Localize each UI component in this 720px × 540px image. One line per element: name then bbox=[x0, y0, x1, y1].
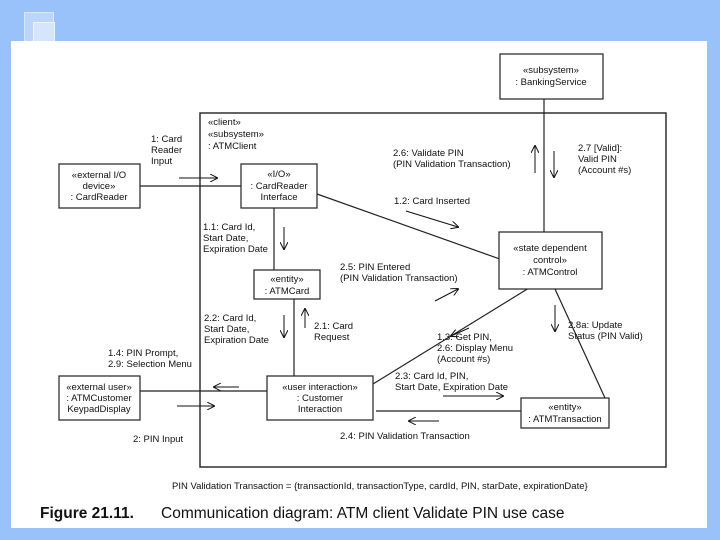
label-m12: 1.2: Card Inserted bbox=[394, 196, 470, 207]
label-m25: 2.5: PIN Entered (PIN Validation Transac… bbox=[340, 262, 458, 284]
svg-text:(PIN Validation Transaction): (PIN Validation Transaction) bbox=[340, 273, 458, 284]
label-m14: 1.4: PIN Prompt, 2.9: Selection Menu bbox=[108, 348, 192, 370]
client-stereotype: «client» bbox=[208, 117, 241, 128]
svg-text:(Account #s): (Account #s) bbox=[437, 354, 490, 365]
link-reader-control bbox=[316, 193, 512, 264]
svg-text:Interaction: Interaction bbox=[298, 404, 342, 415]
client-subsystem-stereotype: «subsystem» bbox=[208, 129, 264, 140]
svg-text:Interface: Interface bbox=[261, 192, 298, 203]
svg-text:Request: Request bbox=[314, 332, 350, 343]
label-m11: 1.1: Card Id, Start Date, Expiration Dat… bbox=[203, 222, 268, 255]
label-m1: 1: Card Reader Input bbox=[151, 134, 182, 167]
svg-text:2.4: PIN Validation Transactio: 2.4: PIN Validation Transaction bbox=[340, 431, 470, 442]
svg-text:2.2: Card Id,: 2.2: Card Id, bbox=[204, 313, 256, 324]
object-banking-service: «subsystem» : BankingService bbox=[499, 53, 604, 100]
svg-text:: ATMCustomer: : ATMCustomer bbox=[66, 393, 131, 404]
svg-text:: ATMControl: : ATMControl bbox=[523, 267, 578, 278]
svg-text:2.9: Selection Menu: 2.9: Selection Menu bbox=[108, 359, 192, 370]
slide-panel: «client» «subsystem» : ATMClient «subsys… bbox=[11, 41, 707, 528]
svg-text:: ATMCard: : ATMCard bbox=[265, 286, 310, 297]
label-m2: 2: PIN Input bbox=[133, 434, 184, 445]
svg-text:(Account #s): (Account #s) bbox=[578, 165, 631, 176]
arrow-m13 bbox=[451, 327, 470, 336]
object-atm-control: «state dependent control» : ATMControl bbox=[498, 231, 603, 290]
object-atm-transaction: «entity» : ATMTransaction bbox=[520, 397, 610, 429]
label-m27: 2.7 [Valid]: Valid PIN (Account #s) bbox=[578, 143, 631, 176]
object-external-keypad-display: «external user» : ATMCustomer KeypadDisp… bbox=[58, 375, 141, 421]
svg-text:2: PIN Input: 2: PIN Input bbox=[133, 434, 184, 445]
arrow-m25 bbox=[434, 289, 458, 302]
label-m24: 2.4: PIN Validation Transaction bbox=[340, 431, 470, 442]
label-m28a: 2.8a: Update Status (PIN Valid) bbox=[568, 320, 643, 342]
figure-caption-text: Communication diagram: ATM client Valida… bbox=[161, 505, 564, 522]
svg-text:«external I/O: «external I/O bbox=[72, 170, 126, 181]
svg-text:1: Card: 1: Card bbox=[151, 134, 182, 145]
svg-text:2.7 [Valid]:: 2.7 [Valid]: bbox=[578, 143, 622, 154]
svg-text:1.2: Card Inserted: 1.2: Card Inserted bbox=[394, 196, 470, 207]
object-card-reader-interface: «I/O» : CardReader Interface bbox=[240, 163, 318, 209]
svg-text:(PIN Validation Transaction): (PIN Validation Transaction) bbox=[393, 159, 511, 170]
svg-text:: ATMTransaction: : ATMTransaction bbox=[528, 414, 601, 425]
svg-text:Status (PIN Valid): Status (PIN Valid) bbox=[568, 331, 643, 342]
link-control-transaction bbox=[554, 288, 606, 399]
communication-diagram: «client» «subsystem» : ATMClient «subsys… bbox=[40, 53, 667, 522]
svg-text:«external user»: «external user» bbox=[66, 382, 131, 393]
label-m13: 1.3: Get PIN, 2.6: Display Menu (Account… bbox=[437, 332, 513, 365]
svg-text:: BankingService: : BankingService bbox=[515, 77, 586, 88]
svg-text:2.6: Validate PIN: 2.6: Validate PIN bbox=[393, 148, 464, 159]
svg-text:control»: control» bbox=[533, 255, 567, 266]
svg-text:: CardReader: : CardReader bbox=[70, 192, 127, 203]
svg-text:Expiration Date: Expiration Date bbox=[203, 244, 268, 255]
svg-text:Input: Input bbox=[151, 156, 172, 167]
svg-text:«entity»: «entity» bbox=[270, 274, 303, 285]
arrow-m12 bbox=[405, 210, 458, 227]
svg-text:«user interaction»: «user interaction» bbox=[282, 382, 358, 393]
svg-text:KeypadDisplay: KeypadDisplay bbox=[67, 404, 131, 415]
svg-text:Valid PIN: Valid PIN bbox=[578, 154, 617, 165]
svg-text:2.6: Display Menu: 2.6: Display Menu bbox=[437, 343, 513, 354]
svg-text:Start Date,: Start Date, bbox=[204, 324, 249, 335]
link-lines bbox=[140, 99, 606, 412]
svg-text:«state dependent: «state dependent bbox=[513, 243, 587, 254]
figure-caption-label: Figure 21.11. bbox=[40, 505, 134, 522]
svg-text:: Customer: : Customer bbox=[297, 393, 343, 404]
svg-text:: CardReader: : CardReader bbox=[250, 181, 307, 192]
client-name: : ATMClient bbox=[208, 141, 257, 152]
svg-text:«I/O»: «I/O» bbox=[267, 169, 290, 180]
svg-text:device»: device» bbox=[83, 181, 116, 192]
svg-text:«subsystem»: «subsystem» bbox=[523, 65, 579, 76]
label-m23: 2.3: Card Id, PIN, Start Date, Expiratio… bbox=[395, 371, 508, 393]
label-m26: 2.6: Validate PIN (PIN Validation Transa… bbox=[393, 148, 511, 170]
svg-text:1.1: Card Id,: 1.1: Card Id, bbox=[203, 222, 255, 233]
message-arrows bbox=[177, 146, 555, 421]
svg-text:Reader: Reader bbox=[151, 145, 182, 156]
svg-text:Expiration Date: Expiration Date bbox=[204, 335, 269, 346]
svg-text:2.5: PIN Entered: 2.5: PIN Entered bbox=[340, 262, 410, 273]
object-external-card-reader: «external I/O device» : CardReader bbox=[58, 163, 141, 209]
svg-text:Start Date, Expiration Date: Start Date, Expiration Date bbox=[395, 382, 508, 393]
label-m22: 2.2: Card Id, Start Date, Expiration Dat… bbox=[204, 313, 269, 346]
client-subsystem-boundary bbox=[199, 112, 667, 468]
label-m21: 2.1: Card Request bbox=[314, 321, 353, 343]
svg-text:2.3: Card Id, PIN,: 2.3: Card Id, PIN, bbox=[395, 371, 468, 382]
footnote-definition: PIN Validation Transaction = {transactio… bbox=[172, 481, 588, 492]
svg-text:1.3: Get PIN,: 1.3: Get PIN, bbox=[437, 332, 492, 343]
svg-text:Start Date,: Start Date, bbox=[203, 233, 248, 244]
svg-text:2.8a: Update: 2.8a: Update bbox=[568, 320, 622, 331]
svg-text:«entity»: «entity» bbox=[548, 402, 581, 413]
object-atm-card: «entity» : ATMCard bbox=[253, 269, 321, 300]
svg-text:1.4: PIN Prompt,: 1.4: PIN Prompt, bbox=[108, 348, 178, 359]
object-customer-interaction: «user interaction» : Customer Interactio… bbox=[266, 375, 374, 421]
svg-text:2.1: Card: 2.1: Card bbox=[314, 321, 353, 332]
